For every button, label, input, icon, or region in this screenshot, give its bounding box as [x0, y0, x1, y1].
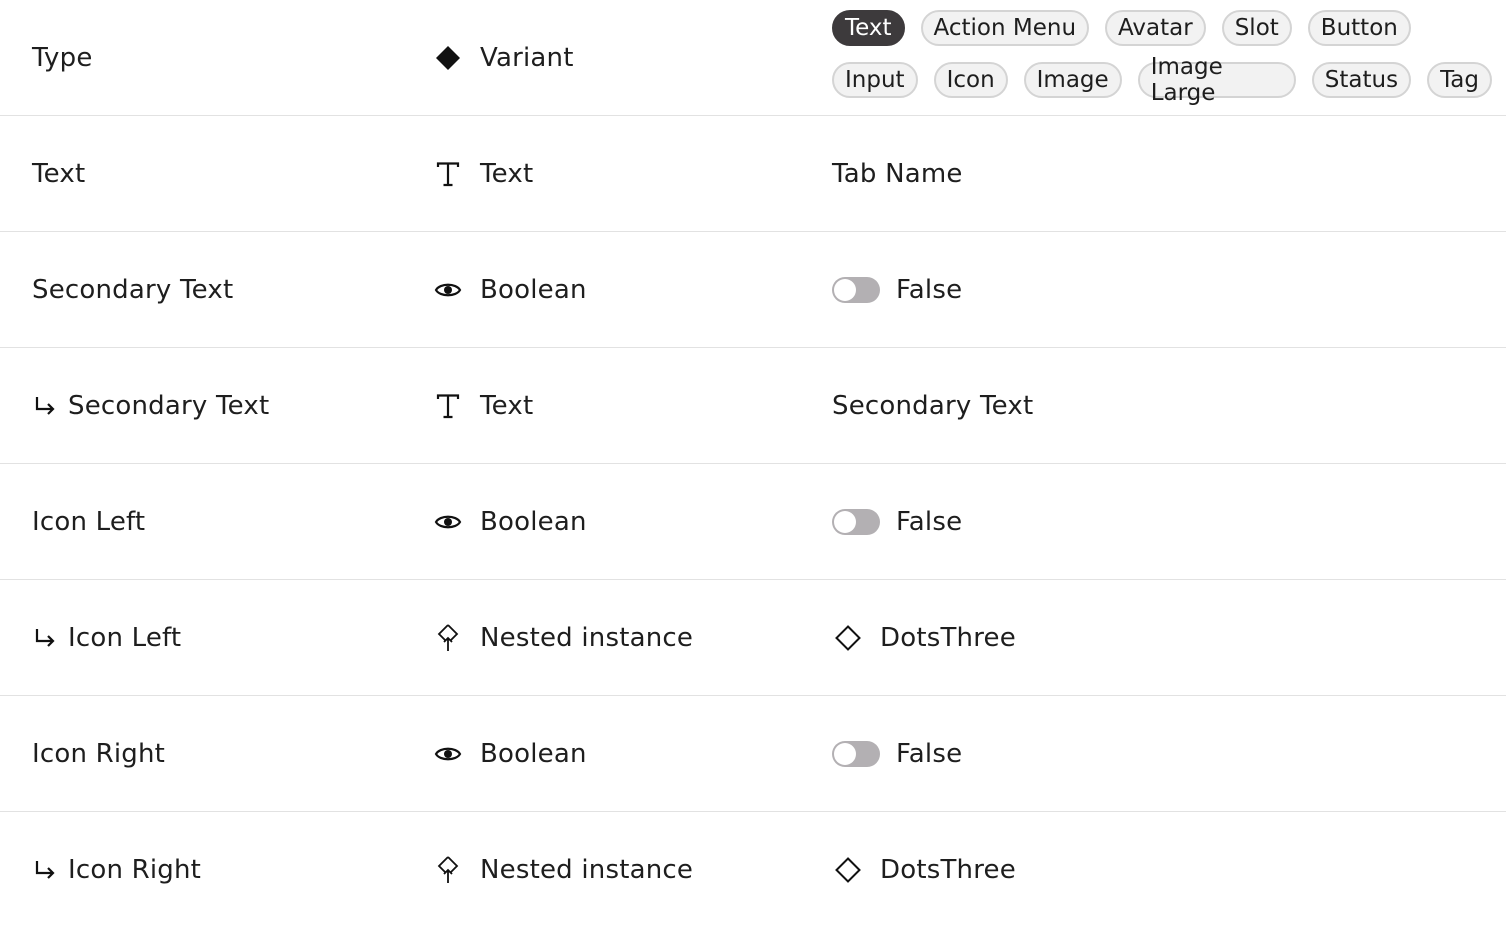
toggle-value-label: False	[896, 738, 963, 769]
component-diamond-icon	[832, 854, 864, 886]
toggle-value-label: False	[896, 274, 963, 305]
property-kind: Boolean	[432, 696, 587, 811]
property-row: Icon Left Boolean False	[0, 464, 1506, 580]
property-kind: Text	[432, 348, 533, 463]
boolean-toggle[interactable]	[832, 508, 880, 535]
property-name: Icon Right	[32, 738, 166, 769]
toggle-knob	[834, 742, 856, 765]
variant-chip-input[interactable]: Input	[832, 62, 918, 98]
property-name-cell: Icon Left	[32, 580, 181, 695]
property-kind-label: Boolean	[480, 738, 587, 769]
eye-icon	[432, 506, 464, 538]
variant-cell: Variant	[432, 0, 574, 115]
property-value[interactable]: Tab Name	[832, 158, 963, 189]
property-value: False	[832, 696, 962, 811]
property-row: Icon Left Nested instance DotsThree	[0, 580, 1506, 696]
property-value[interactable]: DotsThree	[832, 580, 1016, 695]
property-kind: Nested instance	[432, 580, 693, 695]
property-row: Secondary Text Boolean False	[0, 232, 1506, 348]
toggle-value-label: False	[896, 506, 963, 537]
property-value: False	[832, 464, 962, 579]
property-name: Secondary Text	[68, 390, 270, 421]
instance-value-label: DotsThree	[880, 622, 1016, 653]
property-kind: Nested instance	[432, 812, 693, 928]
nested-arrow-icon	[32, 857, 58, 883]
variant-chip-avatar[interactable]: Avatar	[1105, 10, 1206, 46]
property-kind-label: Text	[480, 158, 534, 189]
variant-label: Variant	[480, 42, 574, 73]
variant-chip-image-large[interactable]: Image Large	[1137, 54, 1296, 106]
variant-chip-tag[interactable]: Tag	[1427, 62, 1492, 98]
property-kind-label: Boolean	[480, 274, 587, 305]
component-diamond-icon	[832, 622, 864, 654]
property-kind: Boolean	[432, 232, 587, 347]
variant-options-row-2: Input Icon Image Image Large Status Tag	[832, 54, 1492, 106]
variant-chip-text[interactable]: Text	[832, 10, 905, 46]
variant-chip-image[interactable]: Image	[1023, 62, 1122, 98]
text-type-icon	[432, 158, 464, 190]
variant-options-row-1: Text Action Menu Avatar Slot Button	[832, 10, 1492, 46]
header-row: Type Variant Text Action Menu Avatar Slo…	[0, 0, 1506, 116]
variant-diamond-icon	[432, 42, 464, 74]
eye-icon	[432, 738, 464, 770]
property-kind-label: Nested instance	[480, 622, 694, 653]
toggle-knob	[834, 278, 856, 301]
property-name: Icon Right	[68, 855, 202, 885]
property-name: Secondary Text	[32, 274, 234, 305]
instance-value-label: DotsThree	[880, 855, 1016, 885]
toggle-knob	[834, 510, 856, 533]
variant-chip-icon[interactable]: Icon	[933, 62, 1008, 98]
nested-arrow-icon	[32, 393, 58, 419]
property-kind: Boolean	[432, 464, 587, 579]
property-row: Secondary Text Text Secondary Text	[0, 348, 1506, 464]
property-kind-label: Boolean	[480, 506, 587, 537]
variant-options: Text Action Menu Avatar Slot Button Inpu…	[832, 10, 1492, 114]
property-value[interactable]: Secondary Text	[832, 390, 1034, 421]
property-row: Icon Right Nested instance DotsThree	[0, 812, 1506, 928]
type-label: Type	[32, 42, 93, 73]
boolean-toggle[interactable]	[832, 740, 880, 767]
variant-chip-status[interactable]: Status	[1311, 62, 1412, 98]
instance-swap-icon	[432, 854, 464, 886]
property-value: False	[832, 232, 962, 347]
boolean-toggle[interactable]	[832, 276, 880, 303]
variant-chip-slot[interactable]: Slot	[1221, 10, 1292, 46]
property-name-cell: Secondary Text	[32, 348, 269, 463]
property-kind-label: Nested instance	[480, 855, 694, 885]
property-kind: Text	[432, 116, 533, 231]
property-name: Icon Left	[68, 622, 182, 653]
nested-arrow-icon	[32, 625, 58, 651]
property-name: Text	[32, 158, 86, 189]
variant-chip-button[interactable]: Button	[1307, 10, 1411, 46]
property-name-cell: Icon Right	[32, 812, 201, 928]
text-type-icon	[432, 390, 464, 422]
property-name: Icon Left	[32, 506, 146, 537]
property-value[interactable]: DotsThree	[832, 812, 1016, 928]
property-row: Icon Right Boolean False	[0, 696, 1506, 812]
property-kind-label: Text	[480, 390, 534, 421]
eye-icon	[432, 274, 464, 306]
variant-chip-action-menu[interactable]: Action Menu	[920, 10, 1090, 46]
instance-swap-icon	[432, 622, 464, 654]
property-row: Text Text Tab Name	[0, 116, 1506, 232]
